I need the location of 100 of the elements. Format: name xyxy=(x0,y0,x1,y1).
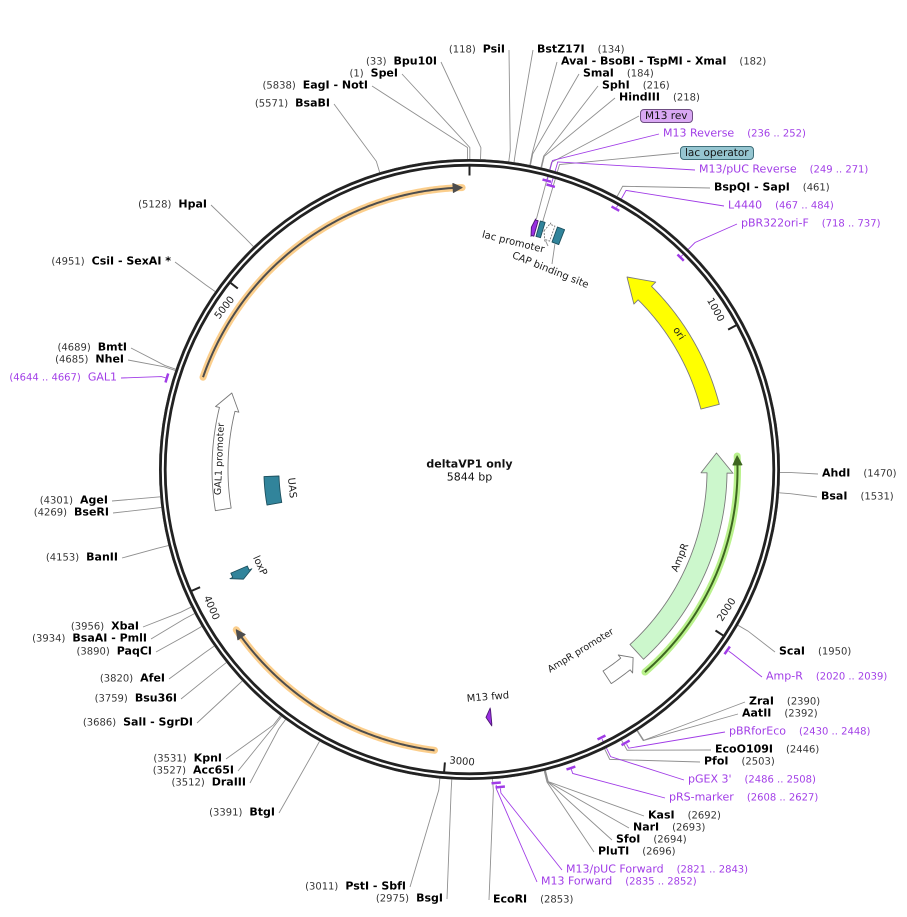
feature-tag: lac operator xyxy=(680,146,754,160)
feature-segment xyxy=(530,218,540,238)
leader-line xyxy=(616,190,724,208)
enzyme-name: BtgI xyxy=(249,806,275,818)
enzyme-name: BstZ17I xyxy=(537,44,585,56)
feature-block xyxy=(550,226,566,246)
enzyme-name: HpaI xyxy=(178,198,207,210)
enzyme-name: CsiI - SexAI * xyxy=(92,256,171,268)
site-position: (3512) xyxy=(171,778,205,790)
site-position: (4685) xyxy=(55,354,88,366)
leader-line xyxy=(112,507,162,514)
site-position: (3011) xyxy=(305,882,338,894)
primer-range: (2608 .. 2627) xyxy=(746,792,818,804)
leader-line xyxy=(210,204,254,247)
site-position: (4951) xyxy=(51,256,85,268)
leader-line xyxy=(604,748,700,762)
site-position: (2390) xyxy=(786,696,820,708)
leader-line xyxy=(542,152,680,222)
primer-site-mark xyxy=(596,734,607,742)
site-position: (461) xyxy=(802,182,830,194)
enzyme-name: Acc65I xyxy=(193,764,234,776)
site-position: (3391) xyxy=(209,808,242,820)
enzyme-name: EcoO109I xyxy=(715,744,773,756)
leader-line xyxy=(514,50,534,163)
primer-name: M13/pUC Reverse xyxy=(699,164,797,176)
primer-site-mark xyxy=(541,178,553,184)
enzyme-name: BmtI xyxy=(98,342,127,354)
leader-line xyxy=(552,244,556,264)
enzyme-name: AfeI xyxy=(140,672,165,684)
primer-range: (2835 .. 2852) xyxy=(625,876,697,888)
enzyme-name: PstI - SbfI xyxy=(345,880,406,892)
plasmid-name: deltaVP1 only xyxy=(426,458,513,470)
site-position: (2692) xyxy=(688,810,721,822)
feature-tag: M13 rev xyxy=(640,109,693,123)
site-position: (2853) xyxy=(540,894,574,906)
enzyme-name: NarI xyxy=(633,822,660,834)
leader-line xyxy=(150,613,195,640)
enzyme-name: BanII xyxy=(86,552,118,564)
enzyme-name: Bsu36I xyxy=(134,692,177,704)
site-position: (218) xyxy=(672,92,700,104)
enzyme-name: NheI xyxy=(95,354,124,366)
site-position: (1) xyxy=(349,68,364,80)
leader-line xyxy=(546,134,660,180)
site-position: (3934) xyxy=(32,634,66,646)
leader-line xyxy=(226,715,281,760)
leader-line xyxy=(174,262,216,292)
enzyme-name: BseRI xyxy=(74,506,109,518)
site-position: (2446) xyxy=(786,744,820,756)
enzyme-name: DraIII xyxy=(212,776,246,788)
site-position: (2694) xyxy=(653,834,687,846)
primer-range: (2020 .. 2039) xyxy=(816,672,888,684)
enzyme-name: EcoRI xyxy=(493,894,528,906)
enzyme-name: EagI - NotI xyxy=(302,80,368,92)
enzyme-name: ScaI xyxy=(779,646,805,658)
primer-site-mark xyxy=(494,785,507,789)
feature-segment xyxy=(543,222,556,242)
enzyme-name: PfoI xyxy=(704,756,728,768)
site-position: (4301) xyxy=(40,496,74,508)
enzyme-name: BsaBI xyxy=(295,98,330,110)
site-position: (2696) xyxy=(642,846,676,858)
site-position: (3820) xyxy=(100,674,134,686)
leader-line xyxy=(278,740,320,814)
primer-site-mark xyxy=(564,764,577,771)
leader-line xyxy=(544,770,612,840)
leader-line xyxy=(544,770,594,852)
leader-line xyxy=(372,86,468,160)
enzyme-name: AgeI xyxy=(80,494,108,506)
primer-site-mark xyxy=(676,252,685,262)
primer-site-mark xyxy=(164,372,170,384)
scale-label: 3000 xyxy=(449,756,476,769)
leader-line xyxy=(238,716,282,772)
primer-site-mark xyxy=(545,183,557,189)
site-position: (216) xyxy=(642,80,670,92)
enzyme-name: PluTI xyxy=(598,846,630,858)
enzyme-name: SmaI xyxy=(583,68,614,80)
site-position: (1531) xyxy=(860,492,894,504)
primer-range: (718 .. 737) xyxy=(822,218,880,230)
site-position: (2975) xyxy=(376,894,410,906)
leader-line xyxy=(112,496,161,502)
enzyme-name: ZraI xyxy=(749,696,774,708)
site-position: (182) xyxy=(739,56,766,68)
primer-range: (249 .. 271) xyxy=(810,164,868,176)
enzyme-name: PaqCI xyxy=(116,646,152,658)
feature-label: GAL1 promoter xyxy=(212,422,228,495)
leader-line xyxy=(128,360,176,371)
primer-name: pRS-marker xyxy=(669,792,734,804)
leader-line xyxy=(440,62,482,160)
leader-line xyxy=(250,719,286,784)
site-position: (3956) xyxy=(70,622,104,634)
leader-line xyxy=(616,186,710,197)
leader-line xyxy=(496,784,538,882)
site-position: (4269) xyxy=(34,508,68,520)
site-position: (33) xyxy=(366,56,386,68)
leader-line xyxy=(130,348,176,370)
primer-range: (467 .. 484) xyxy=(775,200,834,212)
enzyme-name: KpnI xyxy=(194,752,222,764)
leader-line xyxy=(156,626,202,652)
leader-line xyxy=(334,104,380,173)
leader-line xyxy=(778,492,818,498)
enzyme-name: AhdI xyxy=(822,468,850,480)
